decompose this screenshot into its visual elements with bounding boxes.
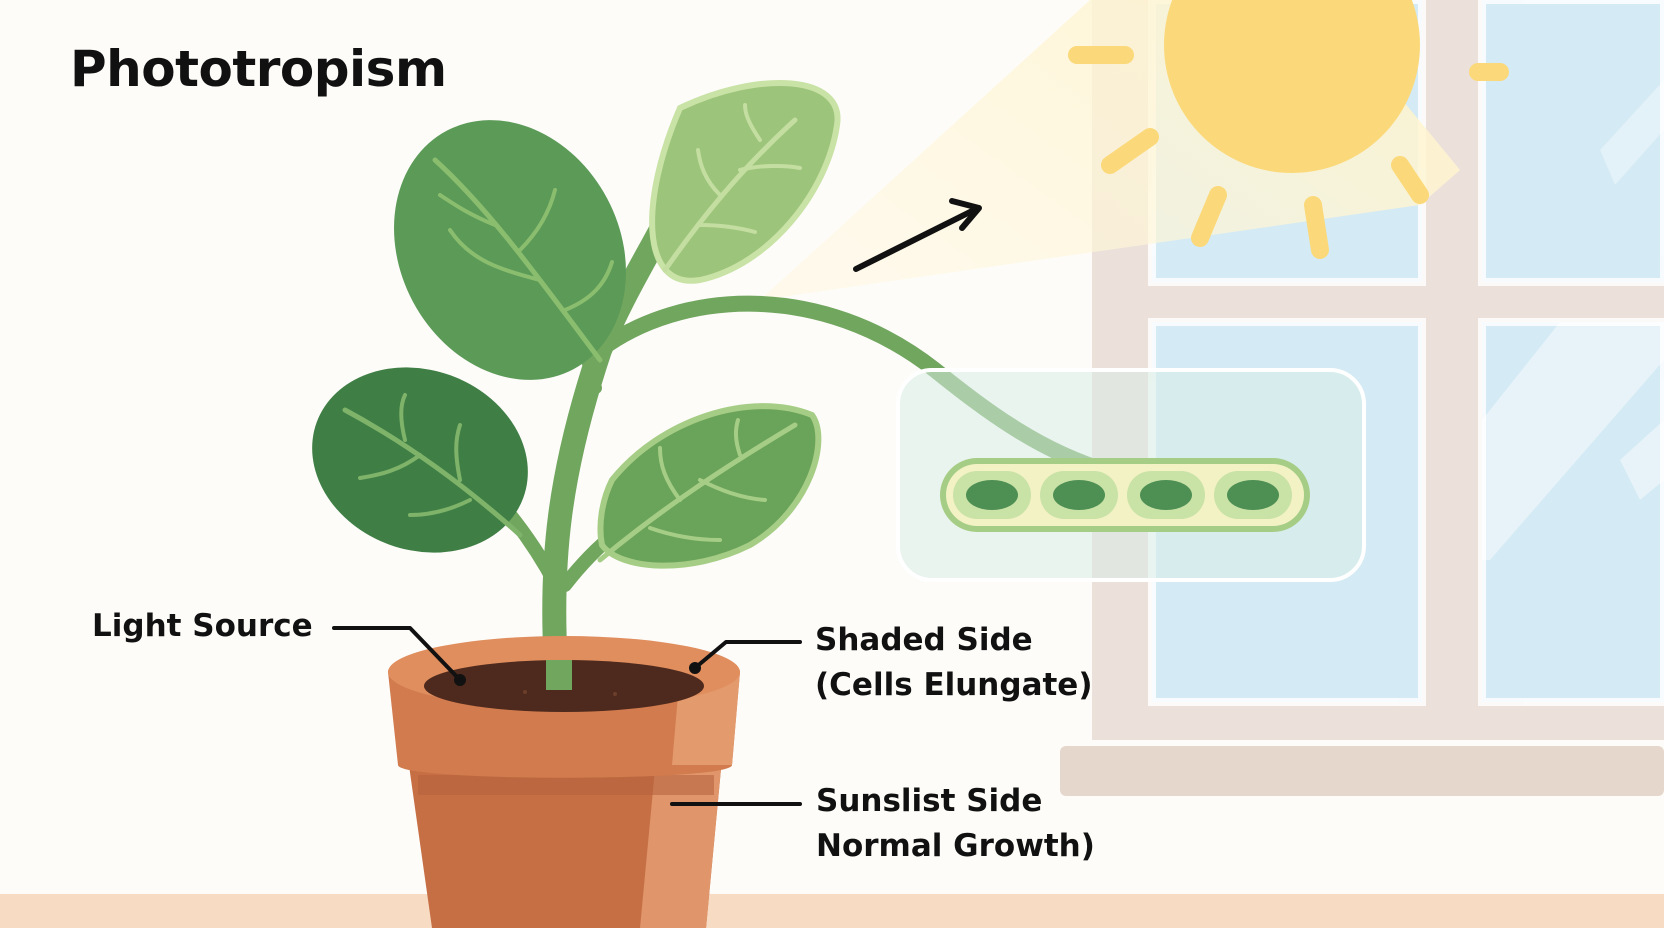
- leader-light-source: [332, 626, 462, 682]
- cell-nucleus: [1140, 480, 1192, 510]
- label-light-source: Light Source: [92, 604, 313, 649]
- leader-shaded-side: [693, 640, 802, 670]
- plant: [312, 80, 1118, 695]
- label-shaded-side-line2: (Cells Elungate): [815, 667, 1093, 703]
- leaf-lower-right: [597, 403, 822, 569]
- label-sunlit-side: Sunslist Side Normal Growth): [816, 779, 1095, 869]
- pot: [388, 636, 740, 928]
- label-light-source-text: Light Source: [92, 608, 313, 644]
- arrow-right-up-icon: [853, 198, 982, 272]
- cell-nucleus: [1227, 480, 1279, 510]
- sun-icon: [1068, 0, 1509, 259]
- leaf-lower-left: [312, 367, 528, 553]
- label-shaded-side: Shaded Side (Cells Elungate): [815, 618, 1093, 708]
- label-sunlit-side-line2: Normal Growth): [816, 828, 1095, 864]
- floor: [0, 894, 1664, 928]
- page-title: Phototropism: [70, 40, 447, 98]
- label-shaded-side-line1: Shaded Side: [815, 622, 1033, 658]
- cell-nucleus: [1053, 480, 1105, 510]
- leaf-top-right: [649, 80, 841, 284]
- cell-row: [953, 471, 1292, 519]
- cell-nucleus: [966, 480, 1018, 510]
- leader-lines: [332, 626, 802, 806]
- label-sunlit-side-line1: Sunslist Side: [816, 783, 1043, 819]
- leaf-top-left: [394, 120, 626, 380]
- stem-main: [542, 210, 677, 695]
- cell-magnifier-inset: [896, 368, 1366, 582]
